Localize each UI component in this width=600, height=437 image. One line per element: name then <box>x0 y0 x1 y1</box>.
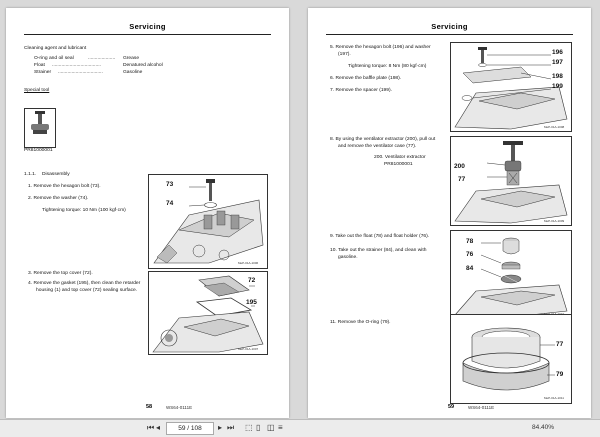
figure-float-strainer <box>450 230 572 320</box>
page-58: Servicing Cleaning agent and lubricant O… <box>6 8 289 418</box>
lubricant-dots: .................... <box>88 56 116 61</box>
figure-ventilator-extractor <box>450 136 572 226</box>
page-59: Servicing 5. Remove the hexagon bolt (19… <box>308 8 591 418</box>
step-4-cont: housing (1) and top cover (72) sealing s… <box>36 288 138 293</box>
step-2: 2. Remove the washer (74). <box>28 196 89 201</box>
lubricant-agent: Grease <box>123 56 140 61</box>
figure-caption: MeP-01A-1008 <box>544 125 565 129</box>
callout-78: 78 <box>466 238 474 245</box>
figure-o-ring <box>450 314 572 404</box>
callout-73: 73 <box>166 181 174 188</box>
special-tool-figure <box>24 108 56 148</box>
step-1: 1. Remove the hexagon bolt (73). <box>28 184 101 189</box>
viewer-toolbar: ⏮ ◂ 59 / 108 ▸ ⏭ ⬚ ▯ ◫ ≡ 84.40% <box>0 419 600 437</box>
callout-197: 197 <box>552 59 563 66</box>
step-8-cont: and remove the ventilator case (77). <box>338 144 417 149</box>
step-5: 5. Remove the hexagon bolt (196) and was… <box>330 45 431 50</box>
first-page-icon[interactable]: ⏮ <box>147 423 155 432</box>
step-10-cont: gasoline. <box>338 255 358 260</box>
document-code: WS64-0111E <box>468 405 495 410</box>
tightening-torque: Tightening torque: 8 Nm (80 kgf·cm) <box>348 64 427 69</box>
callout-77: 77 <box>458 176 466 183</box>
last-page-icon[interactable]: ⏭ <box>227 423 235 432</box>
callout-74: 74 <box>166 200 174 207</box>
step-3: 3. Remove the top cover (72). <box>28 271 93 276</box>
step-5-cont: (197). <box>338 52 351 57</box>
lubricant-dots: ................................. <box>58 70 103 75</box>
callout-200: 200 <box>454 163 465 170</box>
callout-72: 72 <box>248 277 256 284</box>
figure-caption: MeP-01A-1009 <box>544 219 565 223</box>
callout-84: 84 <box>466 265 474 272</box>
step-8: 8. By using the ventilator extractor (20… <box>330 137 436 142</box>
callout-199: 199 <box>552 83 563 90</box>
callout-196: 196 <box>552 49 563 56</box>
document-code: WS64-0111E <box>166 405 193 410</box>
section-number: 1.1.1. <box>24 172 37 177</box>
lubricant-agent: Denatured alcohol <box>123 63 163 68</box>
page-indicator[interactable]: 59 / 108 <box>166 422 214 435</box>
step-10: 10. Take out the strainer (84), and clea… <box>330 248 427 253</box>
step-7: 7. Remove the spacer (199). <box>330 88 392 93</box>
page-header: Servicing <box>326 22 573 35</box>
page-number: 59 <box>448 404 455 410</box>
section-title: Disassembly <box>42 172 70 177</box>
callout-79: 79 <box>556 371 564 378</box>
callout-76: 76 <box>466 251 474 258</box>
special-tool-heading: Special tool <box>24 88 50 93</box>
figure-caption: MeP-01A-1006 <box>238 261 259 265</box>
page-header: Servicing <box>24 22 271 35</box>
tool-code: PR81000001 <box>384 162 413 167</box>
step-11: 11. Remove the O-ring (79). <box>330 320 391 325</box>
two-page-icon[interactable]: ◫ <box>267 423 275 432</box>
callout-77: 77 <box>556 341 564 348</box>
figure-disassembly-2 <box>148 271 268 355</box>
tool-code: PR81000001 <box>24 148 53 153</box>
lubricant-agent: Gasoline <box>123 70 143 75</box>
callout-195: 195 <box>246 299 257 306</box>
tightening-torque: Tightening torque: 10 Nm (100 kgf·cm) <box>42 208 126 213</box>
figure-baffle-plate <box>450 42 572 132</box>
step-9: 9. Take out the float (78) and float hol… <box>330 234 430 239</box>
callout-198: 198 <box>552 73 563 80</box>
lubricant-item: Strainer <box>34 70 52 75</box>
next-page-icon[interactable]: ▸ <box>218 423 223 432</box>
lubricant-item: O-ring and oil seal <box>34 56 74 61</box>
cleaning-heading: Cleaning agent and lubricant <box>24 46 87 51</box>
scroll-icon[interactable]: ≡ <box>278 423 283 432</box>
fit-page-icon[interactable]: ⬚ <box>245 423 253 432</box>
figure-caption: MeP-01A-1011 <box>544 396 564 400</box>
tool-label: 200. Ventilator extractor <box>374 155 426 160</box>
prev-page-icon[interactable]: ◂ <box>156 423 161 432</box>
figure-caption: MeP-01A-1007 <box>238 347 259 351</box>
zoom-level[interactable]: 84.40% <box>532 424 555 431</box>
lubricant-dots: .................................... <box>52 63 101 68</box>
page-number: 58 <box>146 404 153 410</box>
step-4: 4. Remove the gasket (195), then clean t… <box>28 281 141 286</box>
step-6: 6. Remove the baffle plate (198). <box>330 76 402 81</box>
single-page-icon[interactable]: ▯ <box>256 423 261 432</box>
lubricant-item: Float <box>34 63 45 68</box>
figure-disassembly-1 <box>148 174 268 269</box>
ventilator-extractor-icon <box>31 111 49 134</box>
